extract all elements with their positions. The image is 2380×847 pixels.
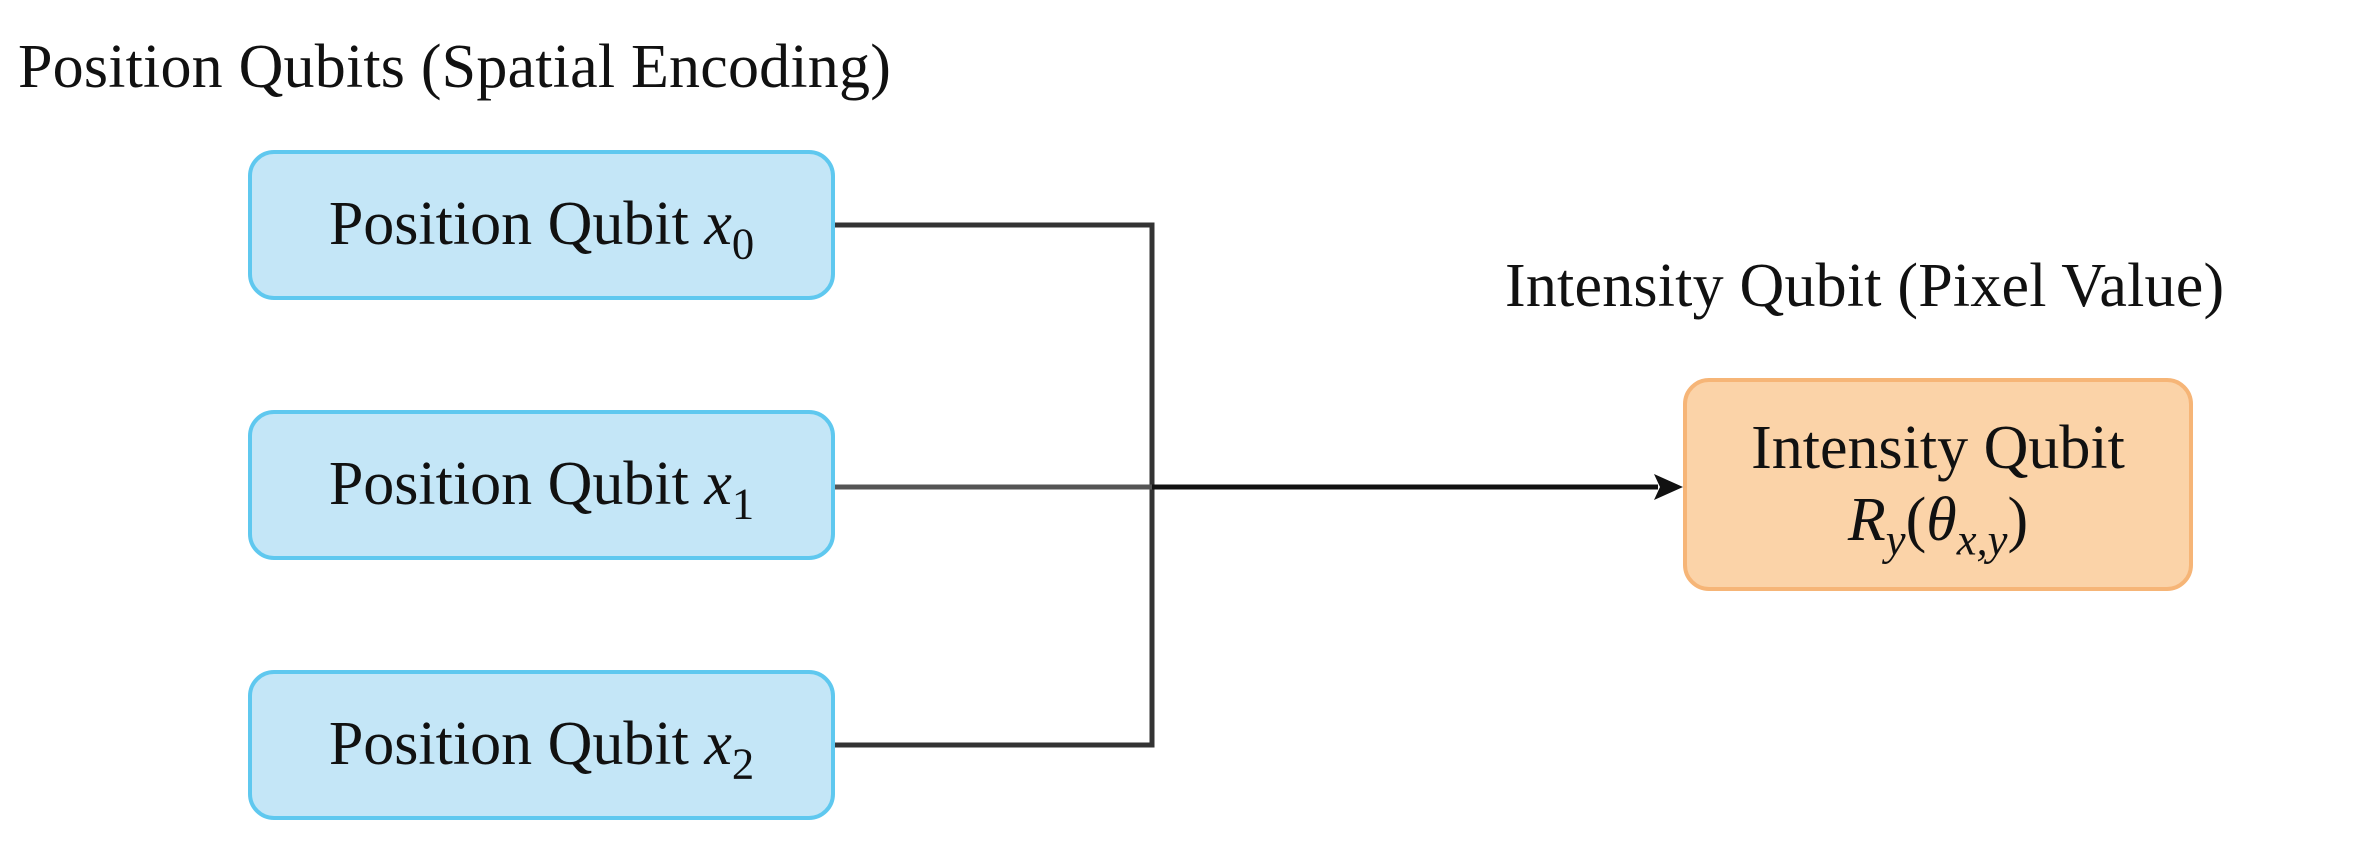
position-variable: x — [704, 190, 732, 259]
position-qubit-x1-text: Position Qubit x1 — [328, 449, 754, 526]
arrowhead — [1654, 474, 1683, 500]
position-qubit-x0-box: Position Qubit x0 — [248, 150, 835, 300]
position-qubit-label: Position Qubit — [328, 450, 689, 519]
theta-symbol: θ — [1926, 485, 1957, 554]
rotation-gate-formula: Ry(θx,y) — [1847, 485, 2029, 562]
position-qubit-x2-box: Position Qubit x2 — [248, 670, 835, 820]
theta-subscript: x,y — [1956, 513, 2008, 564]
position-qubit-label: Position Qubit — [328, 710, 689, 779]
position-qubit-x1-box: Position Qubit x1 — [248, 410, 835, 560]
wire-x2 — [835, 487, 1155, 748]
intensity-qubit-box: Intensity Qubit Ry(θx,y) — [1683, 378, 2193, 591]
close-paren: ) — [2007, 485, 2029, 554]
intensity-qubit-label: Intensity Qubit — [1751, 414, 2125, 483]
position-qubit-x0-text: Position Qubit x0 — [328, 189, 754, 266]
position-variable: x — [704, 710, 732, 779]
position-subscript: 2 — [731, 738, 755, 789]
position-variable: x — [704, 450, 732, 519]
position-subscript: 1 — [731, 478, 755, 529]
open-paren: ( — [1905, 485, 1927, 554]
intensity-qubit-heading: Intensity Qubit (Pixel Value) — [1505, 252, 2225, 320]
position-qubit-label: Position Qubit — [328, 190, 689, 259]
gate-subscript: y — [1885, 513, 1906, 564]
wire-x0 — [835, 222, 1155, 487]
position-qubit-x2-text: Position Qubit x2 — [328, 709, 754, 786]
gate-symbol: R — [1847, 485, 1886, 554]
position-qubits-heading: Position Qubits (Spatial Encoding) — [18, 33, 892, 101]
position-subscript: 0 — [731, 218, 755, 269]
